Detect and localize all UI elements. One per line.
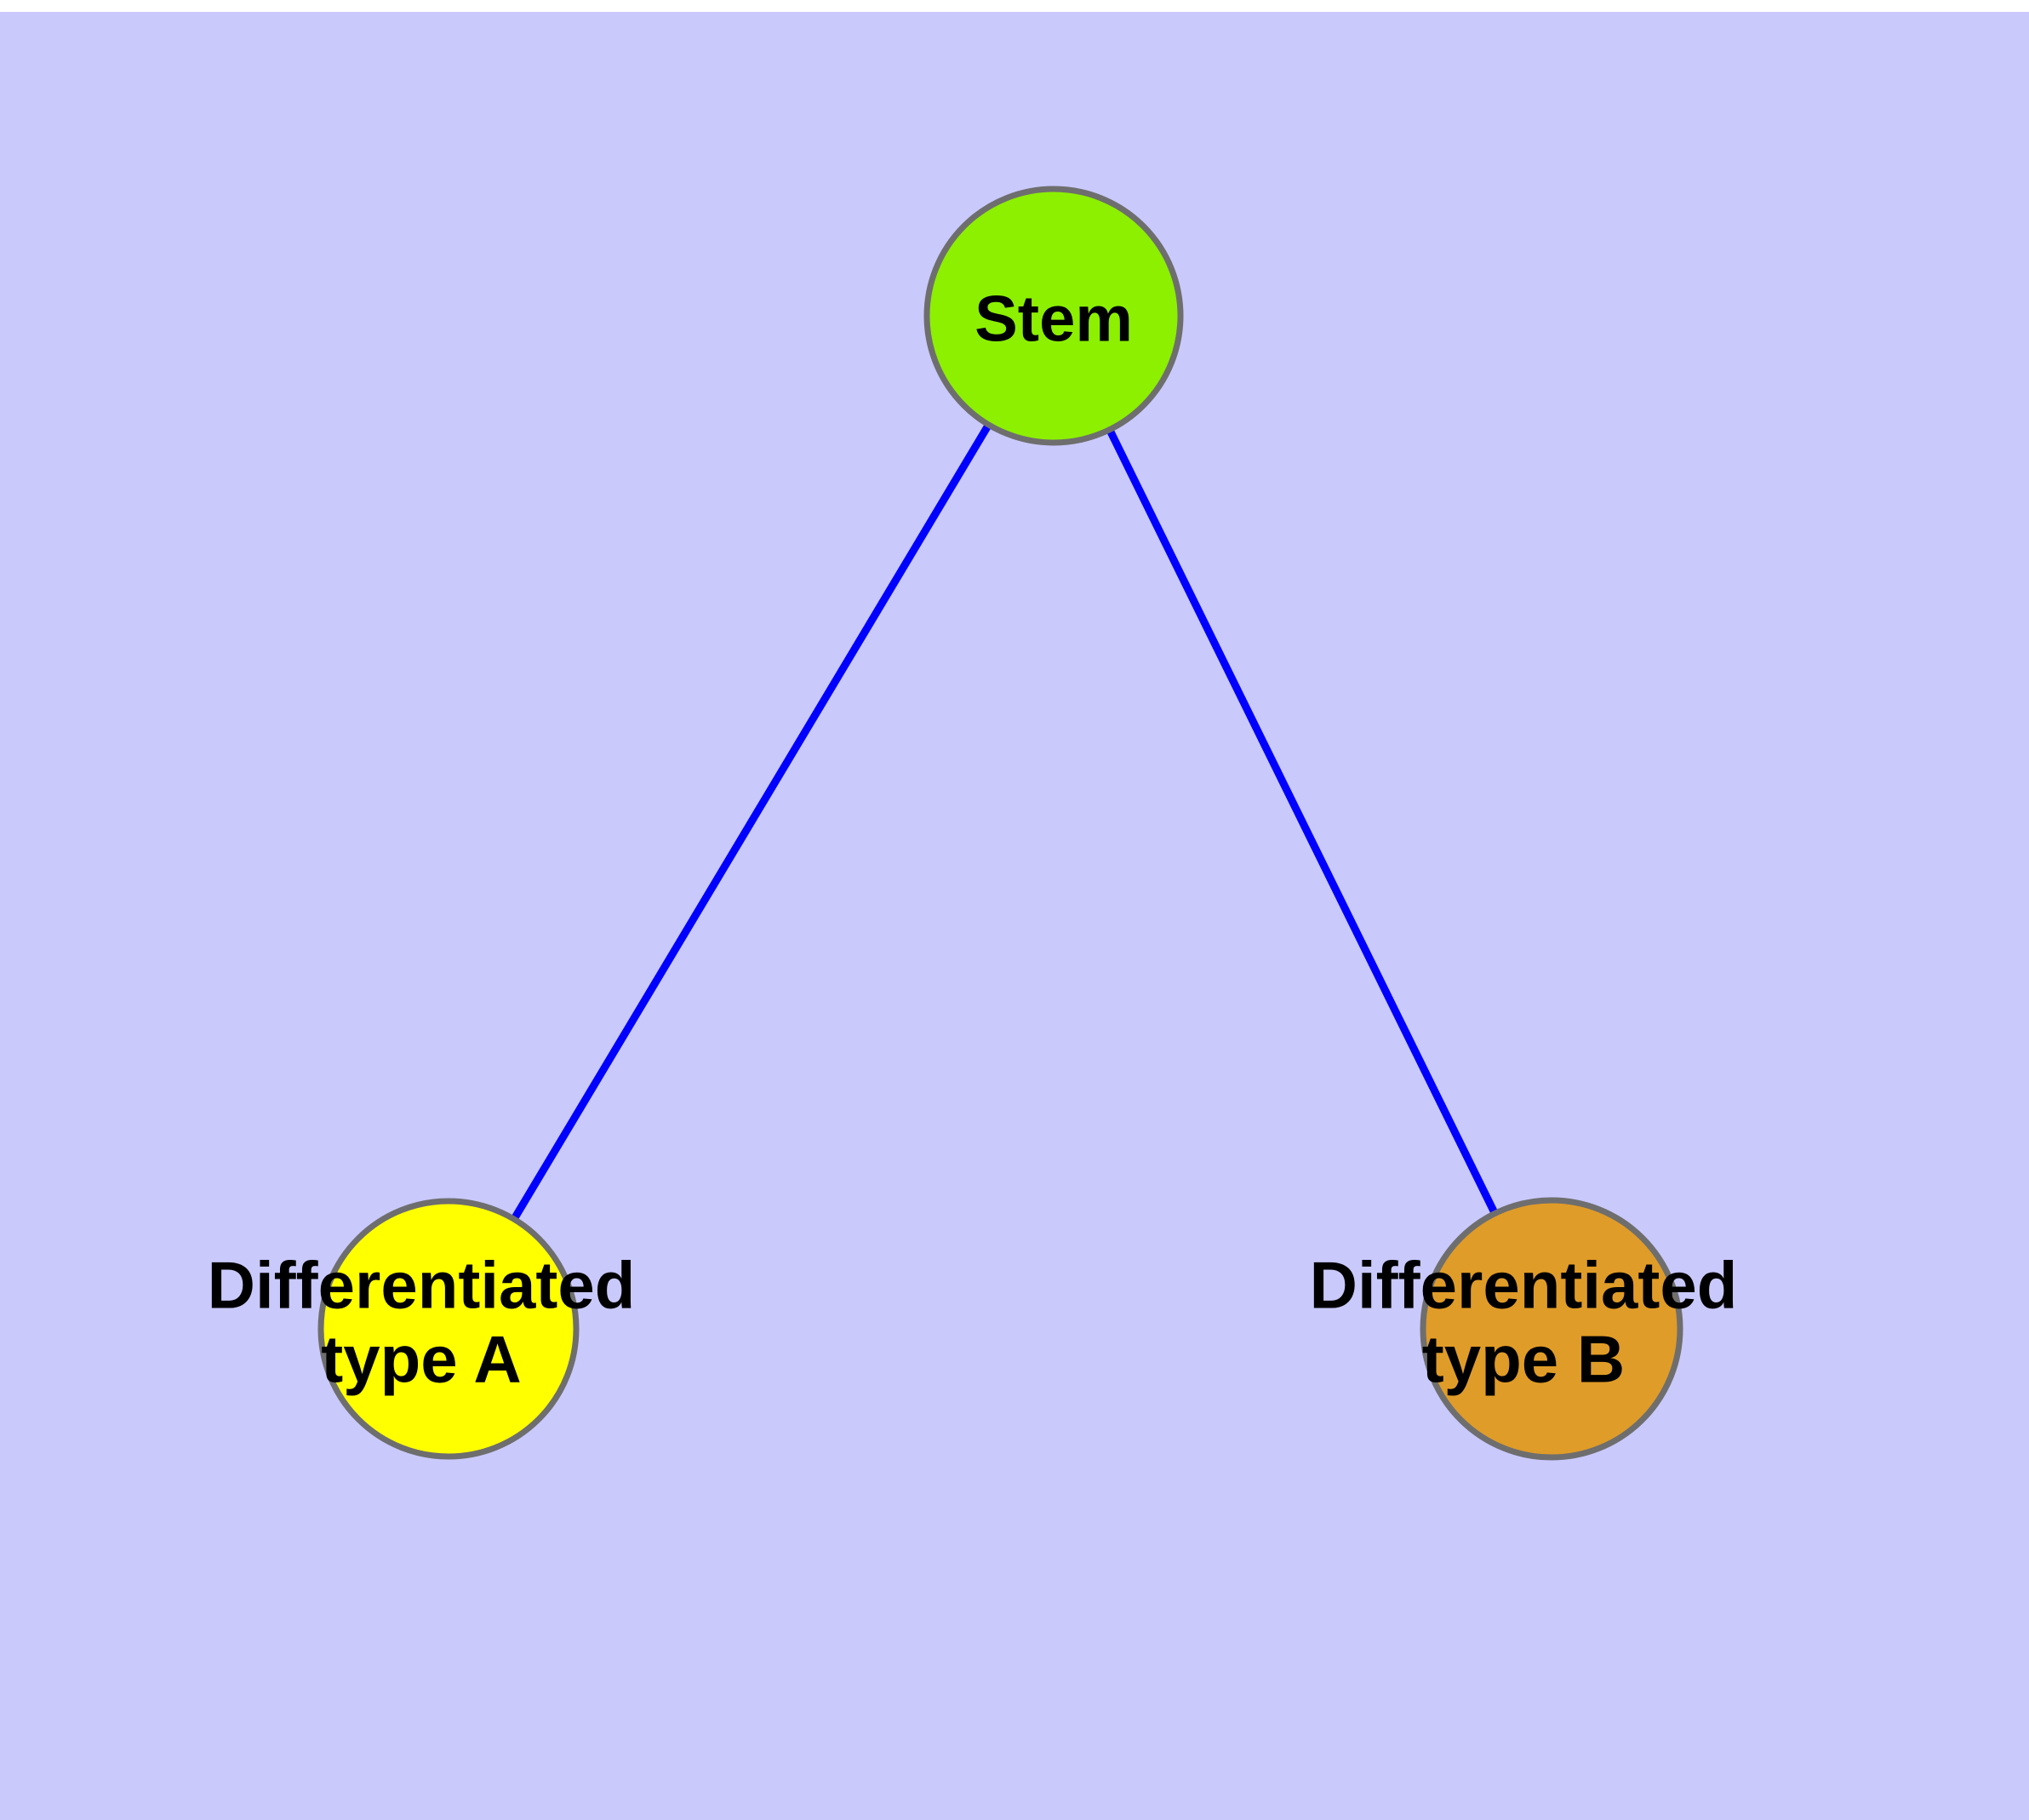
node-circle-diff_b[interactable] [1420, 1197, 1683, 1461]
nodes-group [317, 186, 1683, 1461]
node-circle-diff_a[interactable] [317, 1198, 580, 1460]
edge-stem-to-diff-b[interactable] [1049, 314, 1556, 1331]
edges-group [445, 313, 1556, 1331]
node-circle-stem[interactable] [923, 186, 1184, 446]
edge-stem-to-diff-a[interactable] [445, 313, 1057, 1331]
